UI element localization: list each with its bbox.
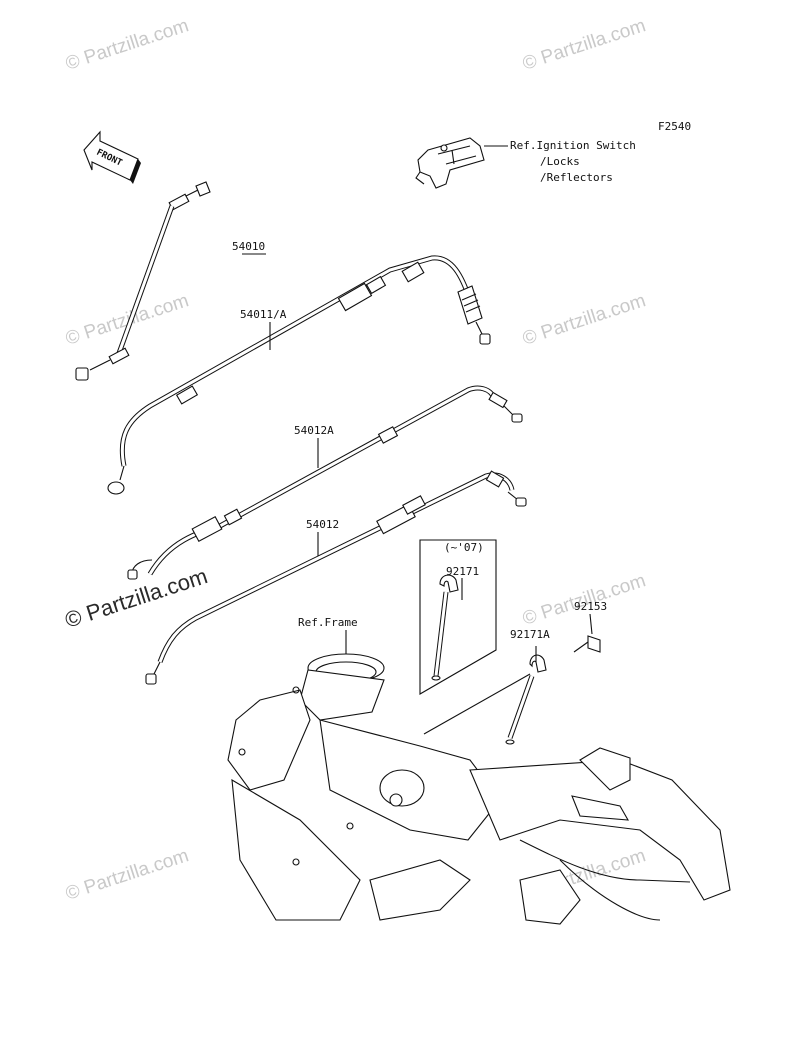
part-92171-label: 92171 xyxy=(446,565,479,578)
part-54011A-label: 54011/A xyxy=(240,308,287,321)
bolt-92153 xyxy=(573,613,601,653)
figure-code: F2540 xyxy=(658,120,691,133)
ignition-callout-line3: /Reflectors xyxy=(540,171,613,184)
watermark: © Partzilla.com xyxy=(520,15,648,75)
watermark: © Partzilla.com xyxy=(520,290,648,350)
part-54012A-label: 54012A xyxy=(294,424,334,437)
watermark: © Partzilla.com xyxy=(63,290,191,350)
bracket-note-label: (~'07) xyxy=(444,541,484,554)
ignition-callout-line2: /Locks xyxy=(540,155,580,168)
frame xyxy=(227,630,731,925)
clamp-92171A xyxy=(505,646,547,745)
ignition-bracket xyxy=(415,137,508,189)
cable-54011A xyxy=(107,255,491,495)
part-54010-label: 54010 xyxy=(232,240,265,253)
cable-54012A xyxy=(127,385,523,580)
frame-callout-label: Ref.Frame xyxy=(298,616,358,629)
cable-54010 xyxy=(75,181,211,381)
part-92153-label: 92153 xyxy=(574,600,607,613)
inset-92171 xyxy=(419,539,497,695)
ignition-callout-line1: Ref.Ignition Switch xyxy=(510,139,636,152)
front-arrow-icon: FRONT xyxy=(83,130,141,184)
watermark: © Partzilla.com xyxy=(63,15,191,75)
cable-54012 xyxy=(145,470,527,685)
part-92171A-label: 92171A xyxy=(510,628,550,641)
watermark: © Partzilla.com xyxy=(63,845,191,905)
part-54012-label: 54012 xyxy=(306,518,339,531)
